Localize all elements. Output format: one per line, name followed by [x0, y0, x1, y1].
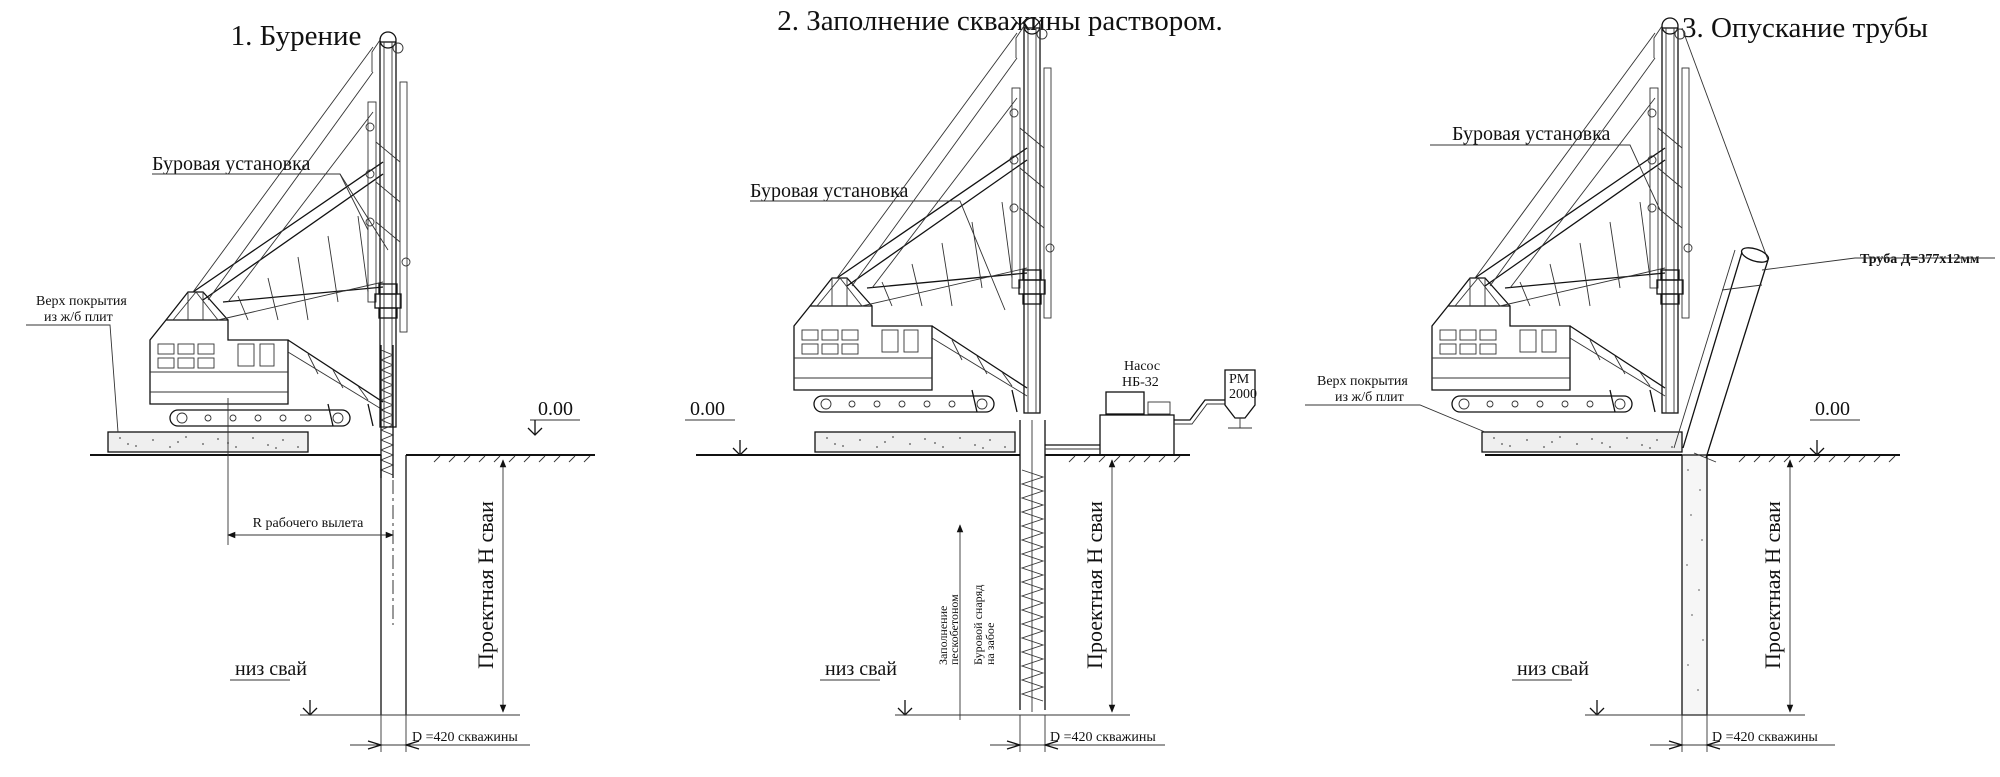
slab-label-1: Верх покрытия	[36, 294, 127, 309]
fill-note-3: Буровой снаряд	[971, 585, 985, 665]
panel-1-title: 1. Бурение	[231, 20, 362, 52]
auger	[1019, 420, 1046, 712]
auger	[379, 345, 395, 478]
ground-hatch	[1738, 455, 1896, 463]
panel-pipe-lowering: 3. Опускание трубы	[1305, 12, 1995, 752]
level-top: 0.00	[690, 398, 725, 420]
ground-hatch	[1068, 455, 1181, 463]
panel-2-title: 2. Заполнение скважины раствором.	[777, 5, 1223, 37]
concrete-slab	[814, 431, 1016, 453]
panel-drilling: 1. Бурение Буровая установка Верх по	[26, 20, 595, 752]
pile-bottom-label: низ свай	[825, 658, 897, 680]
diameter-label: D =420 скважины	[1712, 730, 1818, 745]
radius-label: R рабочего вылета	[253, 516, 364, 531]
drilling-rig	[1431, 17, 1693, 414]
fill-note-2: пескобетоном	[947, 594, 961, 665]
rig-label: Буровая установка	[152, 153, 311, 175]
rig-leader	[750, 200, 1006, 311]
filled-borehole	[1681, 454, 1708, 716]
pile-bottom-label: низ свай	[1517, 658, 1589, 680]
pile-height-label: Проектная Н сваи	[1082, 501, 1107, 669]
pipe-leader	[1761, 257, 1995, 271]
mixer-rm2000	[1224, 369, 1256, 429]
mixer-label-1: РМ	[1229, 372, 1250, 387]
level-top: 0.00	[1815, 398, 1850, 420]
rig-label: Буровая установка	[750, 180, 909, 202]
rig-leader	[1430, 144, 1661, 211]
pile-height-label: Проектная Н сваи	[473, 501, 498, 669]
steel-pipe	[1673, 247, 1770, 463]
fill-texture	[1686, 469, 1704, 691]
slab-label-1: Верх покрытия	[1317, 374, 1408, 389]
pile-bottom-label: низ свай	[235, 658, 307, 680]
pump-label-1: Насос	[1124, 359, 1160, 374]
drilling-rig	[793, 17, 1055, 414]
diameter-label: D =420 скважины	[1050, 730, 1156, 745]
pile-height-label: Проектная Н сваи	[1760, 501, 1785, 669]
slab-label-2: из ж/б плит	[1335, 390, 1404, 405]
pump-label-2: НБ-32	[1122, 375, 1159, 390]
slab-leader	[1305, 404, 1486, 433]
pump-nb32	[1045, 391, 1225, 456]
level-top: 0.00	[538, 398, 573, 420]
drilling-rig	[149, 31, 411, 428]
ground-hatch	[433, 455, 591, 463]
concrete-slab	[1481, 431, 1683, 453]
lifting-cable	[1681, 27, 1769, 261]
fill-note-4: на забое	[983, 623, 997, 665]
diameter-label: D =420 скважины	[412, 730, 518, 745]
panel-filling: 2. Заполнение скважины раствором.	[685, 5, 1257, 752]
slab-leader	[26, 324, 119, 433]
fill-note-1: Заполнение	[936, 606, 950, 665]
rig-label: Буровая установка	[1452, 123, 1611, 145]
concrete-slab	[107, 431, 309, 453]
mixer-label-2: 2000	[1229, 387, 1257, 402]
panel-3-title: 3. Опускание трубы	[1682, 12, 1928, 44]
slab-label-2: из ж/б плит	[44, 310, 113, 325]
pipe-label: Труба Д=377х12мм	[1860, 252, 1980, 267]
